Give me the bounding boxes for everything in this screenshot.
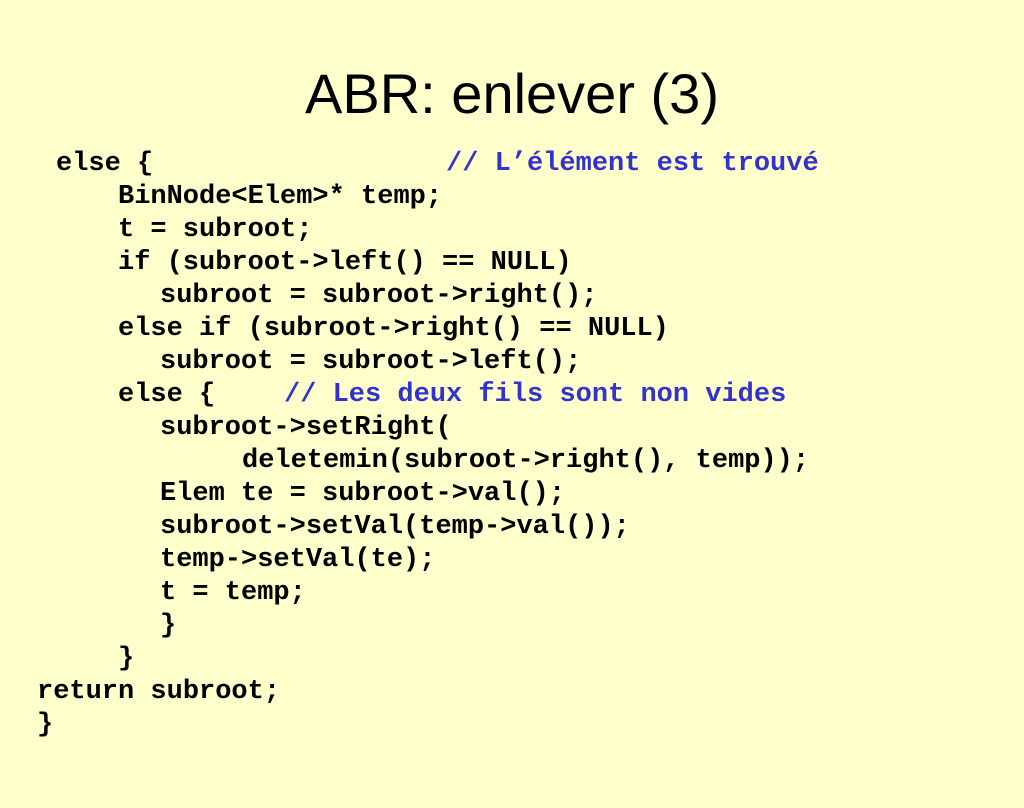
code-line: if (subroot->left() == NULL)	[0, 247, 1024, 280]
code-text: deletemin(subroot->right(), temp));	[242, 446, 810, 476]
code-line: t = subroot;	[0, 214, 1024, 247]
code-line: subroot->setVal(temp->val());	[0, 511, 1024, 544]
code-text: t = temp;	[160, 578, 306, 608]
code-comment: // L’élément est trouvé	[446, 149, 819, 179]
code-line: return subroot;	[0, 676, 1024, 709]
code-text: temp->setVal(te);	[160, 545, 436, 575]
code-text: else if (subroot->right() == NULL)	[118, 314, 669, 344]
code-text: return subroot;	[37, 677, 281, 707]
code-text: subroot = subroot->right();	[160, 281, 598, 311]
code-line: subroot->setRight(	[0, 412, 1024, 445]
code-line: subroot = subroot->left();	[0, 346, 1024, 379]
code-line: t = temp;	[0, 577, 1024, 610]
code-text: if (subroot->left() == NULL)	[118, 248, 572, 278]
code-line: temp->setVal(te);	[0, 544, 1024, 577]
code-line: }	[0, 709, 1024, 742]
code-text: }	[118, 644, 135, 674]
code-text: }	[37, 710, 54, 740]
code-line: BinNode<Elem>* temp;	[0, 181, 1024, 214]
code-comment: // Les deux fils sont non vides	[284, 380, 787, 410]
code-line: subroot = subroot->right();	[0, 280, 1024, 313]
code-text: else {	[118, 380, 216, 410]
code-text: BinNode<Elem>* temp;	[118, 182, 443, 212]
code-text: subroot = subroot->left();	[160, 347, 582, 377]
code-text: Elem te = subroot->val();	[160, 479, 566, 509]
code-line: else if (subroot->right() == NULL)	[0, 313, 1024, 346]
code-line: deletemin(subroot->right(), temp));	[0, 445, 1024, 478]
code-text: subroot->setRight(	[160, 413, 452, 443]
slide-title: ABR: enlever (3)	[305, 62, 719, 125]
code-text: subroot->setVal(temp->val());	[160, 512, 630, 542]
code-text: else {	[56, 149, 154, 179]
code-line: else { // Les deux fils sont non vides	[0, 379, 1024, 412]
code-block: else { // L’élément est trouvé BinNode<E…	[0, 148, 1024, 742]
code-line: }	[0, 610, 1024, 643]
code-text: t = subroot;	[118, 215, 313, 245]
code-line: else { // L’élément est trouvé	[0, 148, 1024, 181]
code-line: }	[0, 643, 1024, 676]
code-line: Elem te = subroot->val();	[0, 478, 1024, 511]
code-text: }	[160, 611, 177, 641]
